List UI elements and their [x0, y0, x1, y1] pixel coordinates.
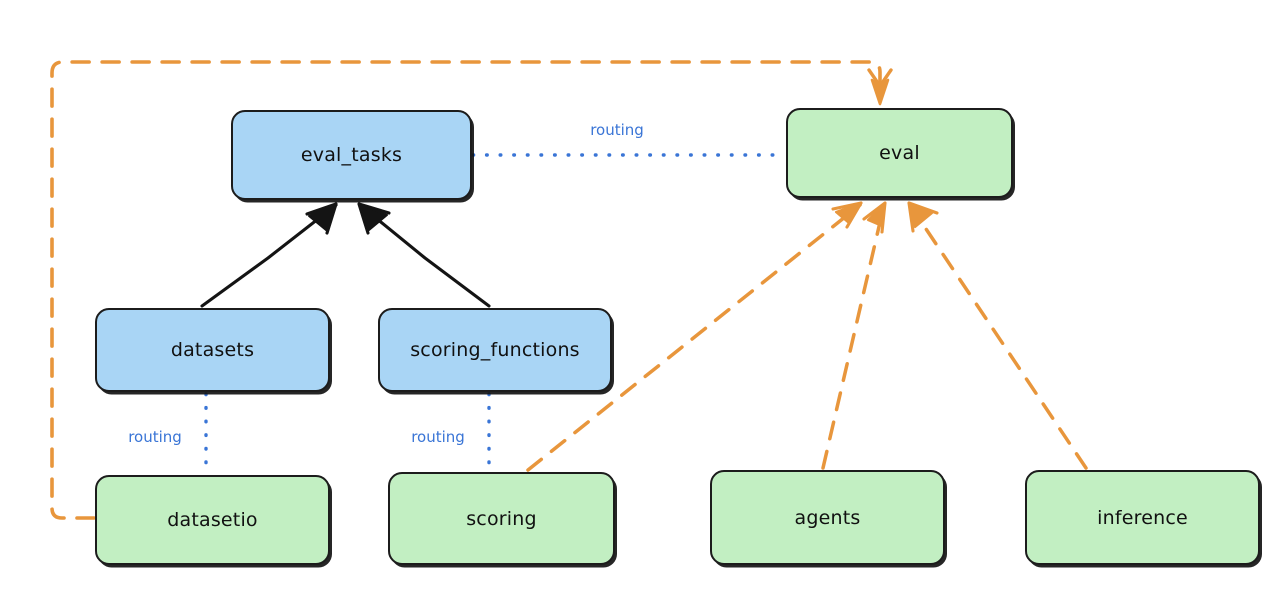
node-label-scoring_functions: scoring_functions — [410, 339, 580, 361]
node-eval[interactable]: eval — [786, 108, 1013, 198]
edge-inference-to-eval — [907, 201, 1088, 470]
node-datasets[interactable]: datasets — [95, 308, 330, 392]
edge-scoring_functions-to-eval_tasks — [357, 202, 491, 308]
node-datasetio[interactable]: datasetio — [95, 475, 330, 565]
edge-label-routing-eval_tasks-eval: routing — [590, 121, 644, 139]
edge-label-routing-scoring_functions-scoring: routing — [411, 428, 465, 446]
edge-agents-to-eval — [821, 201, 887, 470]
node-scoring[interactable]: scoring — [388, 472, 615, 565]
node-label-datasets: datasets — [170, 339, 255, 361]
node-label-eval: eval — [879, 142, 920, 164]
node-label-eval_tasks: eval_tasks — [300, 144, 403, 166]
edge-datasets-to-eval_tasks — [200, 202, 338, 308]
node-label-datasetio: datasetio — [167, 509, 258, 531]
node-label-inference: inference — [1097, 506, 1188, 529]
node-agents[interactable]: agents — [710, 470, 945, 565]
node-label-agents: agents — [794, 506, 861, 529]
node-scoring_functions[interactable]: scoring_functions — [378, 308, 612, 392]
node-eval_tasks[interactable]: eval_tasks — [231, 110, 472, 200]
edge-label-routing-datasets-datasetio: routing — [128, 428, 182, 446]
node-inference[interactable]: inference — [1025, 470, 1260, 565]
node-label-scoring: scoring — [466, 507, 537, 530]
